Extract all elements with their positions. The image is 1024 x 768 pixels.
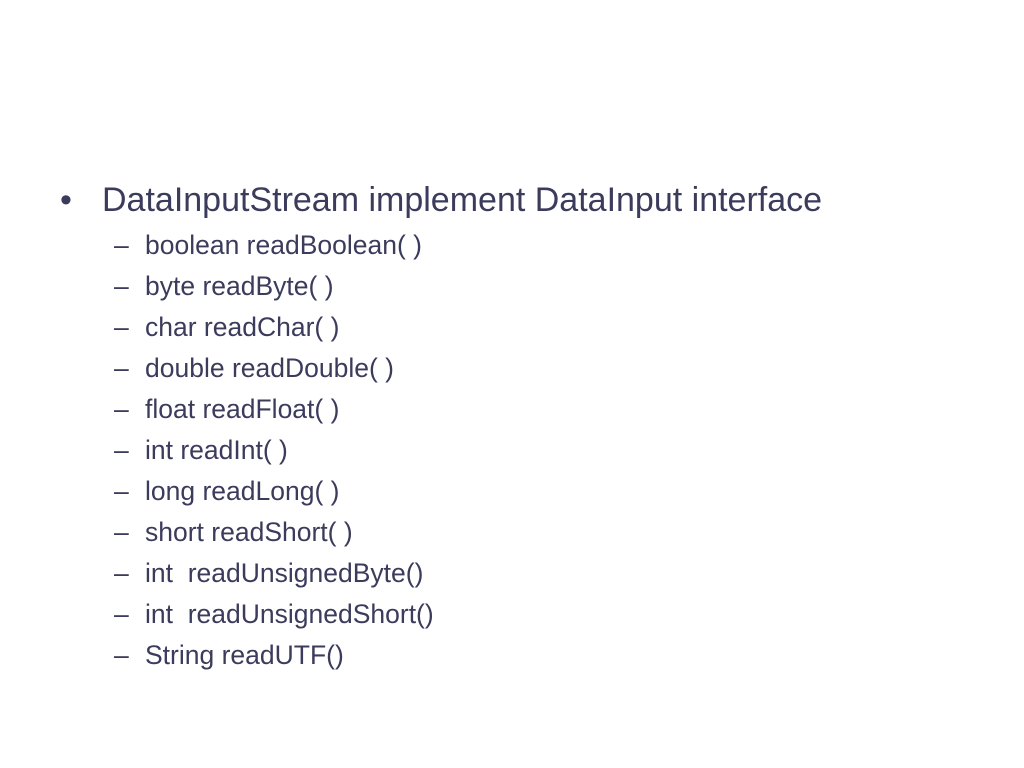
list-item-text: float readFloat( ) — [145, 394, 340, 424]
dash-marker: – — [114, 353, 129, 383]
dash-marker: – — [114, 394, 129, 424]
list-item: – short readShort( ) — [114, 515, 434, 556]
list-item: – char readChar( ) — [114, 310, 434, 351]
list-item: – long readLong( ) — [114, 474, 434, 515]
list-item-text: String readUTF() — [145, 640, 344, 670]
list-item-text: short readShort( ) — [145, 517, 353, 547]
dash-marker: – — [114, 312, 129, 342]
bullet-marker: • — [60, 181, 72, 219]
main-bullet: • DataInputStream implement DataInput in… — [60, 176, 822, 224]
dash-marker: – — [114, 476, 129, 506]
dash-marker: – — [114, 230, 129, 260]
list-item: – int readUnsignedByte() — [114, 556, 434, 597]
dash-marker: – — [114, 435, 129, 465]
main-bullet-text: DataInputStream implement DataInput inte… — [102, 181, 823, 219]
list-item-text: boolean readBoolean( ) — [145, 230, 422, 260]
dash-marker: – — [114, 558, 129, 588]
method-list: – boolean readBoolean( ) – byte readByte… — [114, 228, 434, 679]
dash-marker: – — [114, 599, 129, 629]
list-item-text: int readInt( ) — [145, 435, 288, 465]
dash-marker: – — [114, 271, 129, 301]
list-item-text: int readUnsignedByte() — [145, 558, 424, 588]
list-item: – int readInt( ) — [114, 433, 434, 474]
list-item-text: byte readByte( ) — [145, 271, 334, 301]
list-item: – String readUTF() — [114, 638, 434, 679]
dash-marker: – — [114, 640, 129, 670]
list-item-text: char readChar( ) — [145, 312, 340, 342]
list-item-text: int readUnsignedShort() — [145, 599, 434, 629]
list-item: – float readFloat( ) — [114, 392, 434, 433]
list-item-text: long readLong( ) — [145, 476, 340, 506]
list-item: – boolean readBoolean( ) — [114, 228, 434, 269]
list-item: – double readDouble( ) — [114, 351, 434, 392]
list-item-text: double readDouble( ) — [145, 353, 394, 383]
list-item: – int readUnsignedShort() — [114, 597, 434, 638]
list-item: – byte readByte( ) — [114, 269, 434, 310]
dash-marker: – — [114, 517, 129, 547]
